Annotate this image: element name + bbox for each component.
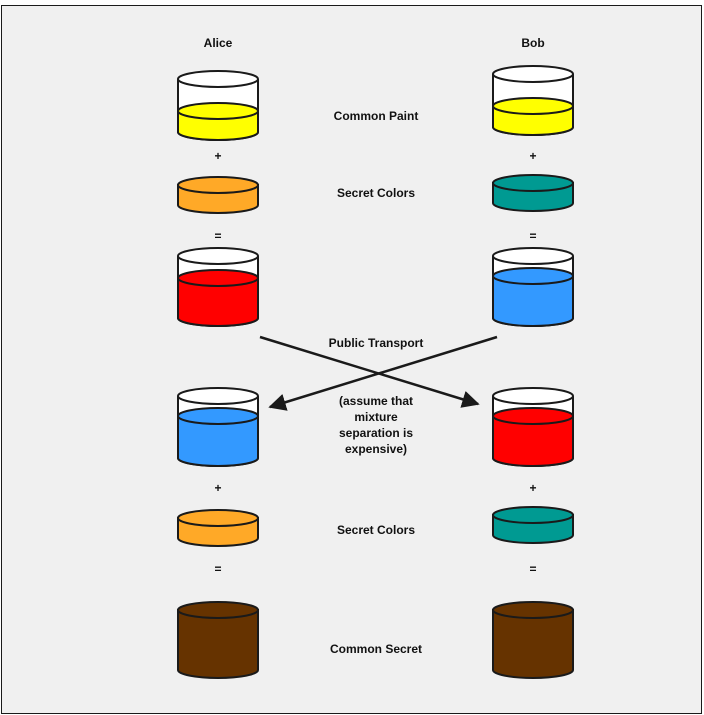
alice-equals-top: = — [214, 229, 221, 243]
arrow-alice-to-bob — [259, 335, 480, 408]
bob-plus-top: + — [529, 149, 536, 163]
secret-colors-label-top: Secret Colors — [337, 186, 415, 200]
alice-orange-secret-disc — [177, 176, 259, 214]
alice-brown-secret-cylinder — [177, 601, 259, 679]
bob-brown-secret-cylinder — [492, 601, 574, 679]
alice-header: Alice — [204, 36, 233, 50]
alice-blue-received-beaker — [177, 387, 259, 467]
bob-yellow-paint-beaker — [492, 65, 574, 136]
assume-note-line-1: (assume that — [339, 394, 413, 408]
public-transport-label: Public Transport — [329, 336, 424, 350]
alice-equals-bottom: = — [214, 562, 221, 576]
alice-plus-top: + — [214, 149, 221, 163]
common-secret-label: Common Secret — [330, 642, 422, 656]
alice-red-mix-beaker — [177, 247, 259, 327]
bob-equals-bottom: = — [529, 562, 536, 576]
common-paint-label: Common Paint — [334, 109, 419, 123]
bob-plus-bottom: + — [529, 481, 536, 495]
assume-note-line-2: mixture — [354, 410, 398, 424]
bob-teal-secret-disc-bottom — [492, 506, 574, 544]
alice-orange-secret-disc-bottom — [177, 509, 259, 547]
alice-yellow-paint-beaker — [177, 70, 259, 141]
bob-equals-top: = — [529, 229, 536, 243]
bob-teal-secret-disc — [492, 174, 574, 212]
alice-plus-bottom: + — [214, 481, 221, 495]
bob-header: Bob — [521, 36, 544, 50]
arrow-bob-to-alice — [268, 335, 498, 411]
bob-blue-mix-beaker — [492, 247, 574, 327]
assume-note-line-4: expensive) — [345, 442, 407, 456]
secret-colors-label-bottom: Secret Colors — [337, 523, 415, 537]
assume-note-line-3: separation is — [339, 426, 413, 440]
bob-red-received-beaker — [492, 387, 574, 467]
containers-layer — [177, 65, 574, 679]
diagram-frame — [1, 5, 702, 714]
